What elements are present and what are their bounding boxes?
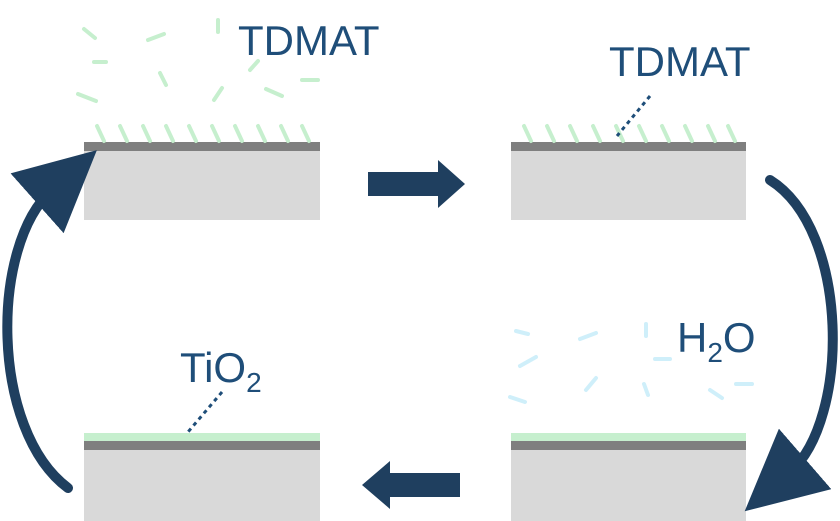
- label-h2o-sub: 2: [707, 337, 723, 368]
- tdmat-gas-molecules: [76, 18, 320, 103]
- label-h2o-h: H: [677, 314, 707, 361]
- label-tdmat-top-left: TDMAT: [238, 17, 380, 64]
- panel-bottom-left: TiO2: [84, 344, 320, 521]
- pointer-tdmat: [615, 95, 652, 137]
- label-tio2: TiO2: [180, 344, 262, 398]
- arrow-curve-left: [2, 150, 97, 493]
- panel-top-right: TDMAT: [511, 38, 751, 220]
- substrate-top-left: [84, 150, 320, 220]
- label-tio2-sub: 2: [246, 367, 262, 398]
- label-tio2-main: TiO: [180, 344, 246, 391]
- substrate-bottom-left: [84, 450, 320, 521]
- tdmat-adsorbed-top-left: [95, 124, 311, 143]
- substrate-bottom-right: [511, 450, 746, 521]
- tdmat-film-bottom-right: [511, 433, 746, 441]
- arrow-curve-right: [744, 175, 838, 512]
- pointer-tio2: [186, 391, 224, 433]
- layer-bottom-right: [511, 441, 746, 450]
- tio2-film: [84, 433, 320, 441]
- substrate-top-right: [511, 150, 746, 220]
- tdmat-adsorbed-top-right: [522, 124, 737, 143]
- arrow-right-top: [368, 160, 465, 208]
- panel-top-left: TDMAT: [76, 17, 380, 220]
- layer-bottom-left: [84, 441, 320, 450]
- label-tdmat-top-right: TDMAT: [609, 38, 751, 85]
- layer-top-left: [84, 142, 320, 151]
- panel-bottom-right: H2O: [508, 314, 756, 521]
- label-h2o-o: O: [723, 314, 756, 361]
- label-h2o: H2O: [677, 314, 756, 368]
- water-molecules: [508, 322, 754, 404]
- arrow-left-bottom: [362, 461, 460, 509]
- layer-top-right: [511, 142, 746, 151]
